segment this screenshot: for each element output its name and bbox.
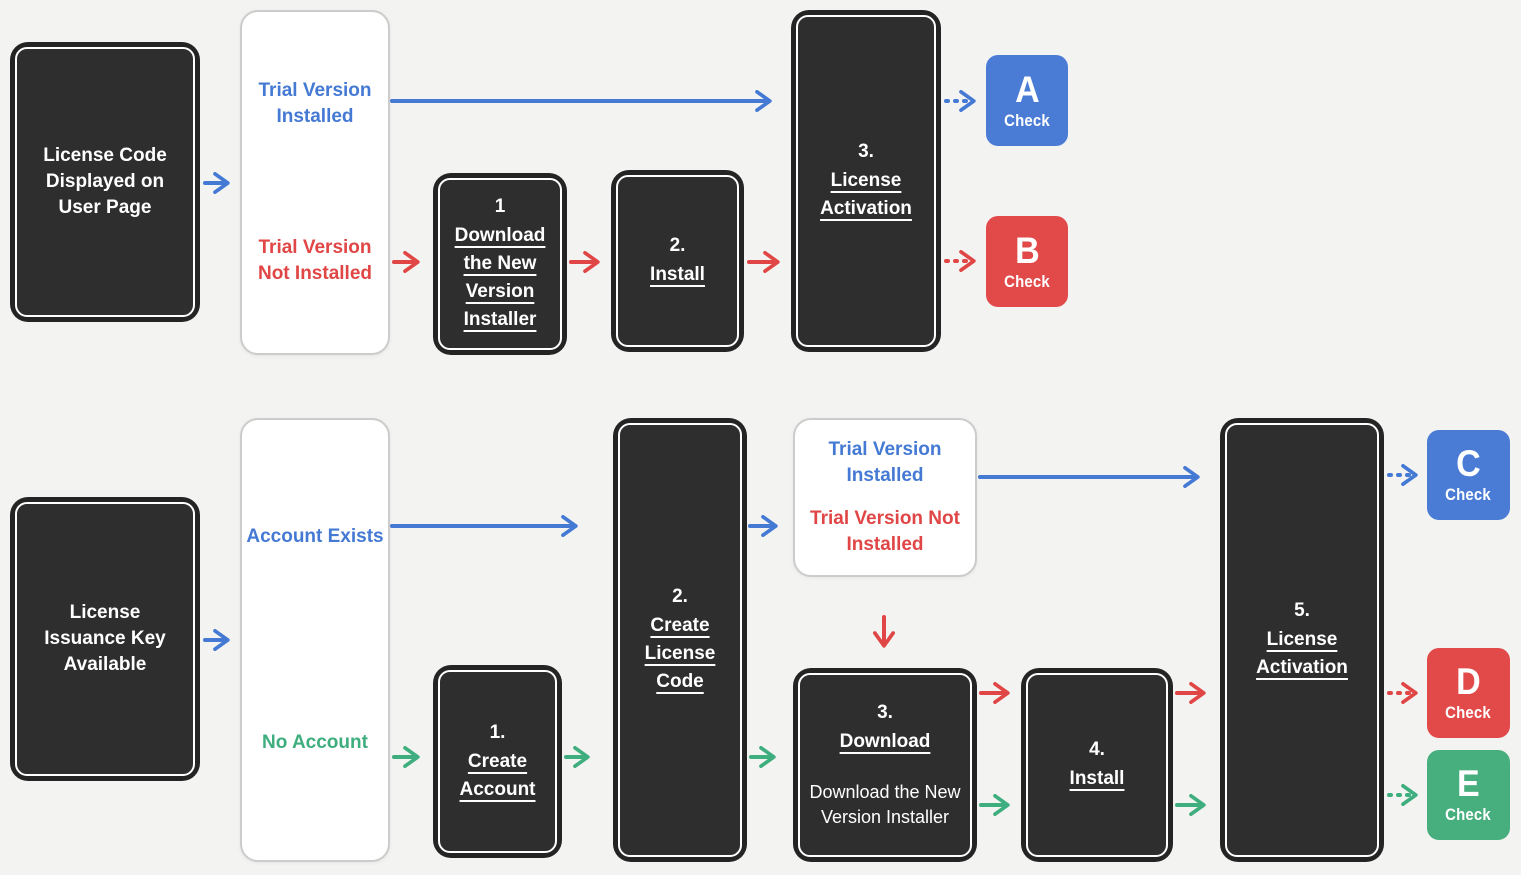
check-letter: E [1457, 763, 1480, 804]
step-node-create-license-code-2: 2. Create License Code [613, 418, 747, 862]
decision-account: Account Exists No Account [240, 418, 390, 862]
check-letter: D [1456, 661, 1481, 702]
step-node-body: 1 Download the New Version Installer [438, 178, 562, 350]
decision-option-account-exists: Account Exists [246, 434, 384, 640]
check-node-b: B Check [986, 216, 1068, 307]
step-number: 5. [1294, 600, 1310, 621]
step-number: 1 [494, 196, 506, 217]
check-node-d: D Check [1427, 648, 1510, 738]
step-node-body: 1. Create Account [438, 670, 557, 853]
check-node-c: C Check [1427, 430, 1510, 520]
decision-option-label: Trial Version Installed [258, 80, 372, 128]
check-label: Check [1445, 485, 1492, 504]
step-node-body: 4. Install [1026, 673, 1168, 857]
node-license-issuance-key: License Issuance Key Available [10, 497, 200, 781]
step-node-license-activation-3: 3. License Activation [791, 10, 941, 352]
check-node-a: A Check [986, 55, 1068, 146]
step-number: 3. [877, 702, 893, 723]
check-label: Check [1004, 271, 1050, 291]
step-node-install-2: 2. Install [611, 170, 744, 352]
decision-option-installed: Trial Version Installed [799, 428, 971, 498]
step-title: Create Account [459, 750, 536, 800]
step-node-body: 3. Download Download the New Version Ins… [798, 673, 972, 857]
decision-option-not-installed: Trial Version Not Installed [246, 183, 384, 340]
step-number: 4. [1089, 739, 1105, 760]
step-node-body: 2. Create License Code [618, 423, 742, 857]
step-node-download-3: 3. Download Download the New Version Ins… [793, 668, 977, 862]
decision-option-label: Trial Version Not Installed [810, 508, 960, 556]
decision-option-installed: Trial Version Installed [246, 26, 384, 183]
step-node-license-activation-5: 5. License Activation [1220, 418, 1384, 862]
step-node-body: 3. License Activation [796, 15, 936, 347]
step-node-download-installer-1: 1 Download the New Version Installer [433, 173, 567, 355]
step-title: Install [1069, 768, 1125, 789]
node-license-code-displayed: License Code Displayed on User Page [10, 42, 200, 322]
check-label: Check [1445, 703, 1492, 722]
check-letter: B [1014, 229, 1040, 271]
decision-option-label: Trial Version Not Installed [257, 236, 372, 284]
step-title: Download the New Version Installer [454, 225, 546, 330]
decision-trial-version-top: Trial Version Installed Trial Version No… [240, 10, 390, 355]
node-label: License Code Displayed on User Page [43, 145, 167, 218]
check-label: Check [1004, 110, 1050, 130]
step-title: License Activation [820, 170, 912, 219]
node-body: License Code Displayed on User Page [15, 47, 195, 317]
check-letter: C [1456, 443, 1481, 484]
decision-option-label: No Account [262, 732, 368, 753]
check-letter: A [1014, 68, 1040, 110]
step-number: 2. [672, 586, 688, 607]
node-label: License Issuance Key Available [44, 602, 166, 675]
node-body: License Issuance Key Available [15, 502, 195, 776]
decision-option-not-installed: Trial Version Not Installed [799, 498, 971, 568]
decision-trial-version-bottom: Trial Version Installed Trial Version No… [793, 418, 977, 577]
decision-option-label: Account Exists [246, 526, 384, 547]
step-title: Install [650, 264, 705, 285]
step-title: License Activation [1256, 629, 1348, 678]
step-description: Download the New Version Installer [809, 782, 961, 827]
step-number: 1. [489, 721, 506, 743]
step-title: Create License Code [644, 615, 716, 692]
step-node-create-account-1: 1. Create Account [433, 665, 562, 858]
decision-option-label: Trial Version Installed [828, 438, 942, 486]
step-number: 2. [669, 235, 686, 256]
check-label: Check [1445, 805, 1492, 824]
step-title: Download [839, 731, 931, 752]
step-node-body: 2. Install [616, 175, 739, 347]
step-node-body: 5. License Activation [1225, 423, 1379, 857]
decision-option-no-account: No Account [246, 640, 384, 846]
step-node-install-4: 4. Install [1021, 668, 1173, 862]
check-node-e: E Check [1427, 750, 1510, 840]
step-number: 3. [858, 141, 874, 162]
